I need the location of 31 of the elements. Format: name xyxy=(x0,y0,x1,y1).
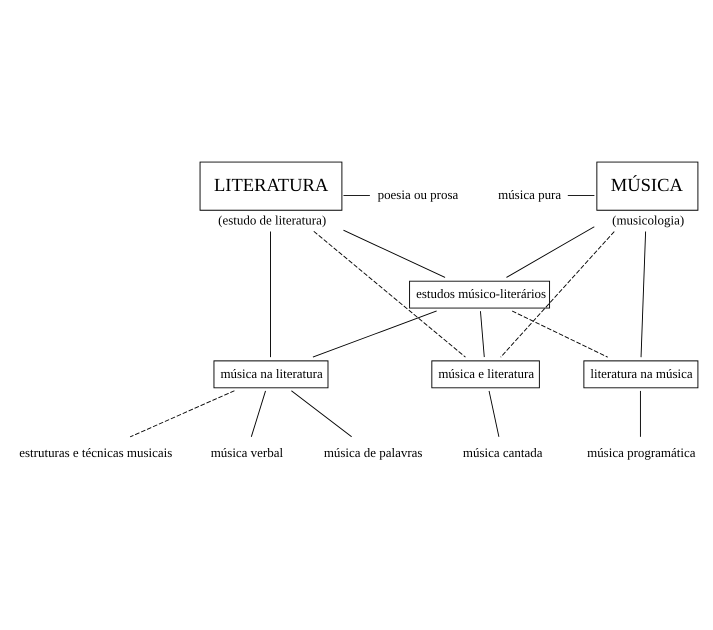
connector xyxy=(567,194,595,196)
connector xyxy=(480,310,485,358)
node-box: estudos músico-literários xyxy=(409,280,550,308)
node-text: música programática xyxy=(587,445,696,460)
node-text: música pura xyxy=(498,186,562,202)
connector xyxy=(640,390,641,438)
connector xyxy=(250,390,266,438)
node-box: música e literatura xyxy=(431,360,540,388)
node-box: LITERATURA xyxy=(200,162,342,211)
node-label: (estudo de literatura) xyxy=(218,212,326,228)
connector xyxy=(270,231,271,358)
node-text: estruturas e técnicas musicais xyxy=(19,445,172,460)
node-label: (musicologia) xyxy=(612,212,684,228)
connector xyxy=(343,230,446,278)
connector xyxy=(512,310,608,358)
connector xyxy=(343,194,370,196)
connector xyxy=(130,390,235,438)
connector xyxy=(640,231,646,358)
node-text: música cantada xyxy=(462,445,542,460)
connector xyxy=(313,230,466,358)
connector xyxy=(488,390,500,438)
connector xyxy=(312,310,438,358)
node-text: música verbal xyxy=(210,445,284,460)
node-box: música na literatura xyxy=(214,360,328,388)
node-box: literatura na música xyxy=(583,360,698,388)
node-text: música de palavras xyxy=(324,445,422,460)
node-box: MÚSICA xyxy=(596,162,698,211)
connector xyxy=(506,226,595,278)
node-text: poesia ou prosa xyxy=(378,186,458,202)
connector xyxy=(290,390,352,438)
connector xyxy=(500,231,615,358)
